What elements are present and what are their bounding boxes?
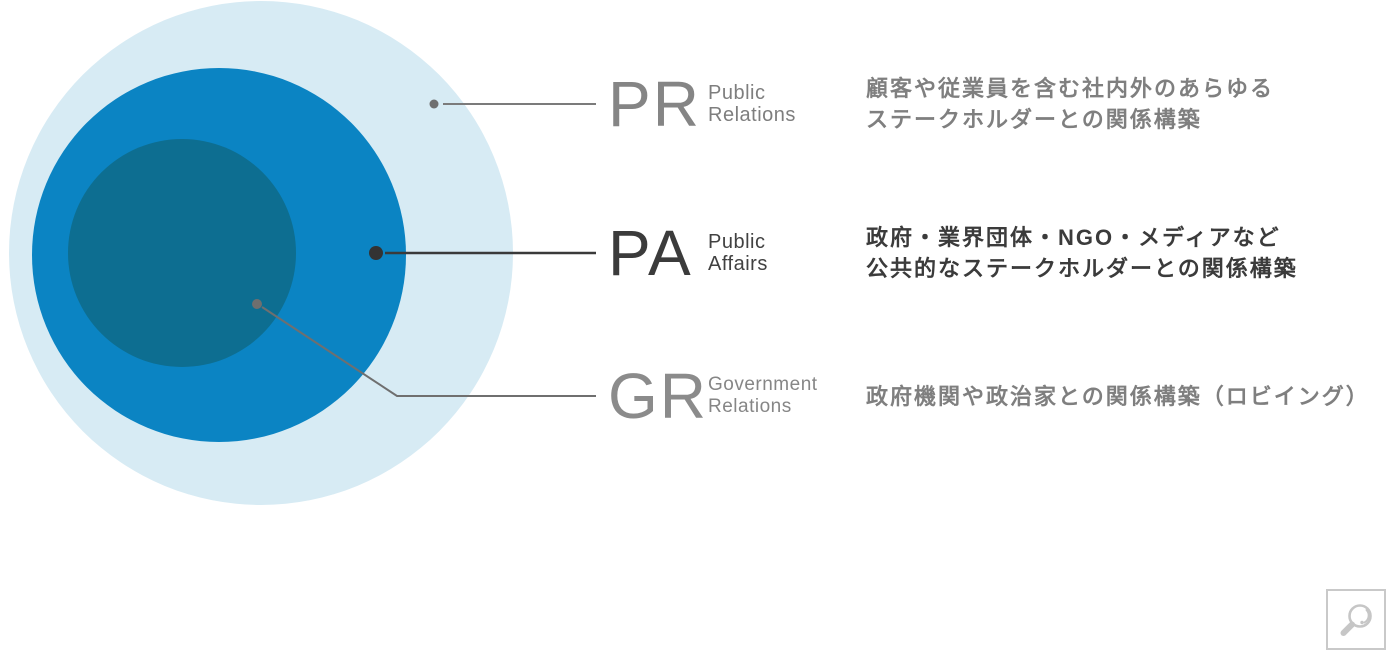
pr-description-line2: ステークホルダーとの関係構築 bbox=[866, 107, 1202, 132]
gr-sublabel-line2: Relations bbox=[708, 396, 792, 417]
nested-circles-graphic bbox=[9, 1, 596, 505]
pa-acronym: PA bbox=[608, 217, 693, 289]
gr-sublabel-line1: Government bbox=[708, 374, 818, 395]
gr-sublabel: Government Relations bbox=[708, 374, 866, 418]
pa-sublabel-line1: Public bbox=[708, 231, 766, 253]
gr-acronym: GR bbox=[608, 360, 708, 432]
gr-description: 政府機関や政治家との関係構築（ロビイング） bbox=[866, 381, 1370, 412]
legend-row-gr: GR Government Relations 政府機関や政治家との関係構築（ロ… bbox=[608, 356, 1370, 436]
pa-sublabel-line2: Affairs bbox=[708, 253, 768, 275]
magnifier-icon bbox=[1340, 603, 1372, 636]
pa-connector-dot bbox=[369, 246, 383, 260]
legend-row-pr: PR Public Relations 顧客や従業員を含む社内外のあらゆる ステ… bbox=[608, 64, 1274, 144]
pa-description-line2: 公共的なステークホルダーとの関係構築 bbox=[866, 256, 1298, 281]
pr-description: 顧客や従業員を含む社内外のあらゆる ステークホルダーとの関係構築 bbox=[866, 73, 1274, 135]
pa-description-line1: 政府・業界団体・NGO・メディアなど bbox=[866, 225, 1281, 250]
pa-sublabel: Public Affairs bbox=[708, 231, 866, 275]
pa-description: 政府・業界団体・NGO・メディアなど 公共的なステークホルダーとの関係構築 bbox=[866, 222, 1298, 284]
pr-sublabel: Public Relations bbox=[708, 82, 866, 126]
gr-inner-circle bbox=[68, 139, 296, 367]
pr-sublabel-line1: Public bbox=[708, 82, 766, 104]
zoom-button[interactable] bbox=[1326, 589, 1386, 650]
pr-sublabel-line2: Relations bbox=[708, 104, 796, 126]
gr-connector-line bbox=[261, 306, 596, 397]
legend-row-pa: PA Public Affairs 政府・業界団体・NGO・メディアなど 公共的… bbox=[608, 213, 1298, 293]
pr-acronym: PR bbox=[608, 68, 701, 140]
pr-connector-dot bbox=[429, 99, 439, 109]
pr-description-line1: 顧客や従業員を含む社内外のあらゆる bbox=[866, 76, 1275, 101]
gr-description-line1: 政府機関や政治家との関係構築（ロビイング） bbox=[866, 383, 1370, 409]
gr-connector-dot bbox=[252, 299, 262, 309]
